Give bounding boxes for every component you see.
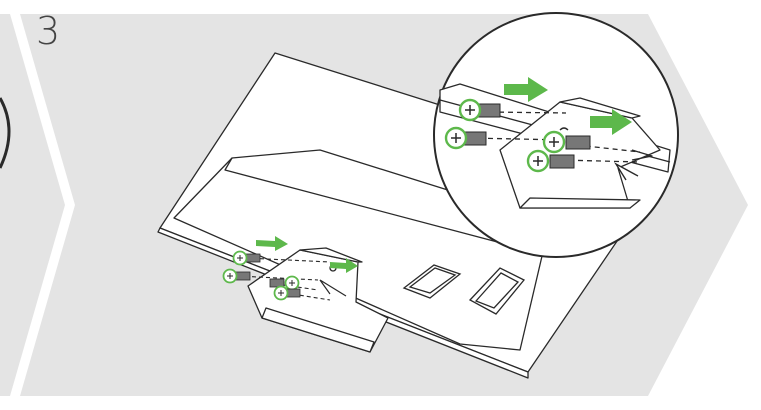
arrow-right-icon (330, 258, 358, 273)
arrow-right-icon (504, 77, 548, 102)
direction-arrows-large (504, 77, 632, 135)
screws-large (444, 98, 591, 173)
arrow-right-icon (256, 236, 288, 251)
step-number: 3 (36, 9, 61, 53)
screw-icon (222, 268, 251, 284)
screw-icon (273, 285, 301, 301)
arrow-right-icon (590, 109, 632, 135)
tv-back-ports (402, 264, 526, 315)
direction-arrows-small (256, 236, 358, 273)
screw-icon (542, 130, 591, 154)
screw-icon (526, 149, 575, 173)
screw-icon (458, 98, 501, 122)
screws-small (222, 250, 301, 301)
zoom-indicator (319, 279, 347, 297)
magnified-detail (433, 12, 679, 258)
previous-step-circle-edge (0, 97, 11, 169)
screw-icon (232, 250, 261, 266)
previous-step-chevron (0, 14, 65, 396)
screw-icon (444, 126, 487, 150)
